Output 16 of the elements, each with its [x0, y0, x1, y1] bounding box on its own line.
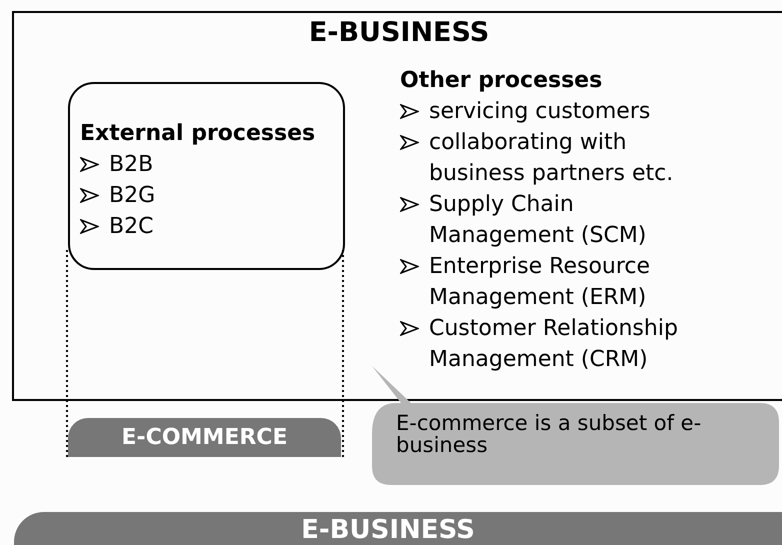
box-title: E-BUSINESS — [308, 17, 490, 48]
list-item: collaborating with business partners etc. — [429, 129, 674, 188]
banner-bar: E-BUSINESS — [14, 512, 782, 545]
label-tab: E-COMMERCE — [68, 418, 341, 457]
rounded-box — [68, 82, 345, 270]
list-heading: External processes — [80, 120, 316, 148]
list-item: B2B — [109, 151, 154, 179]
list-item: B2C — [109, 213, 154, 241]
list-item: Customer Relationship Management (CRM) — [429, 315, 679, 374]
list-item: servicing customers — [429, 98, 650, 126]
list-item: B2G — [109, 182, 156, 210]
outer-box — [12, 11, 782, 401]
callout-text: E-commerce is a subset of e-business — [396, 412, 702, 456]
list-item: Supply Chain Management (SCM) — [429, 191, 648, 250]
list-heading: Other processes — [400, 67, 604, 95]
list-item: Enterprise Resource Management (ERM) — [429, 253, 652, 312]
